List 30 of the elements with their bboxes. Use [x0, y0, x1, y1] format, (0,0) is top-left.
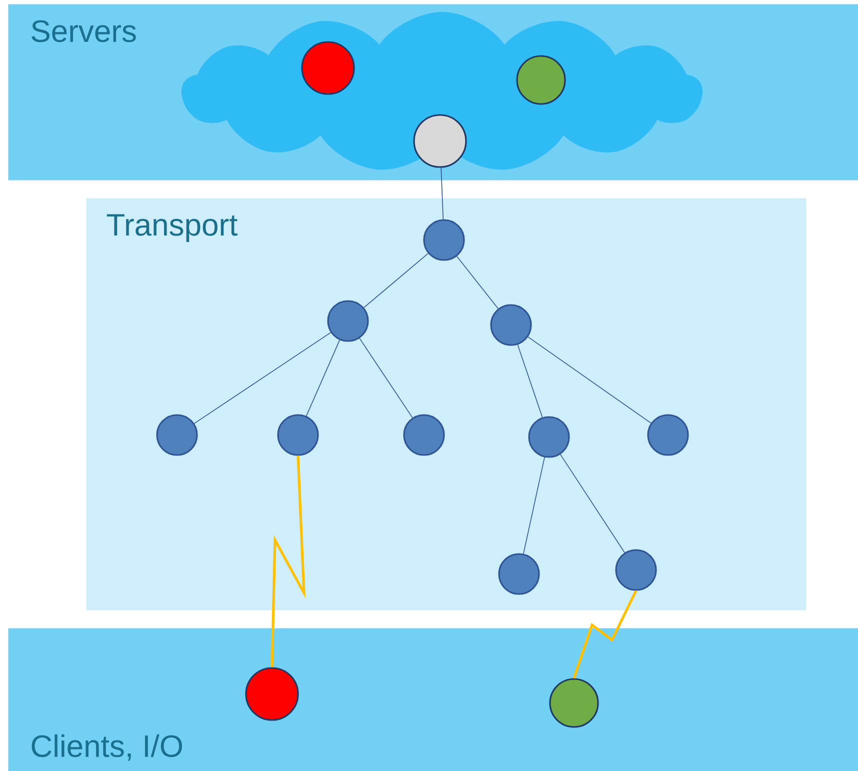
- connector-line: [517, 344, 543, 418]
- network-node: [301, 41, 355, 95]
- network-node: [423, 219, 465, 261]
- network-node: [647, 414, 689, 456]
- network-node: [403, 414, 445, 456]
- network-node: [156, 414, 198, 456]
- network-node: [528, 416, 570, 458]
- connector-line: [306, 340, 340, 416]
- network-node: [516, 55, 566, 105]
- wireless-link: [572, 590, 638, 679]
- connector-line: [364, 253, 428, 308]
- network-node: [490, 304, 532, 346]
- network-node: [277, 414, 319, 456]
- wireless-link: [270, 456, 306, 668]
- connector-line: [440, 167, 444, 220]
- connector-line: [528, 336, 652, 424]
- connector-line: [194, 332, 332, 424]
- connector-line: [456, 256, 499, 310]
- layer-band: Transport: [86, 198, 806, 610]
- connector-line: [523, 456, 545, 554]
- connector-line: [359, 338, 413, 418]
- network-node: [615, 549, 657, 591]
- cloud-shape: [181, 12, 703, 170]
- layer-band: Clients, I/O: [8, 628, 858, 771]
- network-node: [549, 678, 599, 728]
- network-node: [498, 553, 540, 595]
- network-node: [245, 667, 299, 721]
- network-node: [413, 114, 467, 168]
- network-node: [327, 300, 369, 342]
- connector-line: [560, 454, 626, 553]
